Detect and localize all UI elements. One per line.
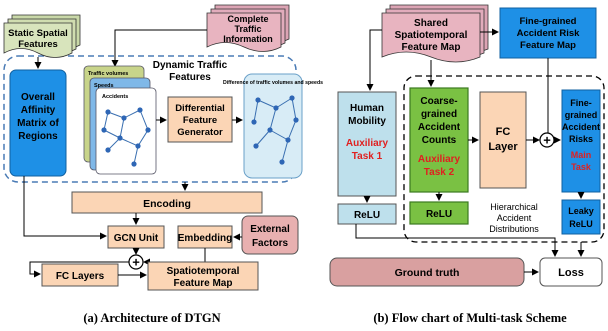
main-task-line2: Task [571,162,592,172]
card-volumes-label: Traffic volumes [88,71,128,77]
complete-traffic-information-box: Complete Traffic Information [206,4,290,52]
dynamic-cards-stack: Traffic volumes Speeds Accidents [83,65,157,175]
accident-graph-nodes [101,107,151,167]
coarse-line1: Coarse- [420,96,457,107]
affinity-line3: Matrix of [17,118,59,129]
fine-map-line1: Fine-grained [519,16,576,27]
fc-layer-line2: Layer [488,141,518,153]
external-factors-box: External Factors [241,215,299,255]
gcn-unit-box: GCN Unit [107,225,165,249]
human-line1: Human [350,103,384,114]
aux1-line2: Task 1 [352,151,383,162]
affinity-line1: Overall [21,92,55,103]
embedding-label: Embedding [178,233,232,244]
spatio-line2: Feature Map [174,278,233,289]
coarse-line2: grained [421,109,457,120]
multitask-container [403,75,605,243]
human-mobility-box: Human Mobility Auxiliary Task 1 [337,91,397,197]
coarse-line4: Counts [422,135,457,146]
loss-box: Loss [539,257,603,287]
leaky-line1: Leaky [568,206,594,216]
external-line2: Factors [252,238,289,249]
coarse-line3: Accident [418,122,461,133]
ground-truth-box: Ground truth [329,257,525,287]
fc-layers-label: FC Layers [56,271,105,282]
gcn-label: GCN Unit [114,233,159,244]
caption-b: (b) Flow chart of Multi-task Scheme [373,311,567,325]
fc-layers-box: FC Layers [41,263,119,287]
static-features-line1: Static Spatial [8,28,68,39]
fc-layer-line1: FC [496,126,511,138]
static-spatial-features-box: Static Spatial Features [3,14,81,58]
affinity-to-gcn-arrow [23,176,107,240]
traffic-info-line1: Complete [227,14,268,24]
risks-line2: grained [565,110,598,120]
aux1-line1: Auxiliary [346,138,389,149]
plus-right-label: + [543,133,551,148]
human-line2: Mobility [348,116,386,127]
aux2-line2: Task 2 [424,167,455,178]
card-speeds-label: Speeds [94,83,114,89]
encoding-label: Encoding [143,198,191,210]
affinity-line2: Affinity [21,105,56,116]
shared-feature-map-box: Shared Spatiotemporal Feature Map [381,4,489,63]
shared-to-human-arrow [366,29,382,91]
shared-line3: Feature Map [402,42,461,53]
spatiotemporal-map-box: Spatiotemporal Feature Map [147,261,259,291]
relu1-to-loss-arrow [355,224,559,257]
fine-map-line3: Feature Map [520,40,576,51]
main-task-line1: Main [571,150,592,160]
hierarchical-line1: Hierarchical [490,202,538,212]
fine-grained-feature-map-box: Fine-grained Accident Risk Feature Map [499,7,597,59]
caption-a: (a) Architecture of DTGN [83,311,220,325]
leaky-relu-box: Leaky ReLU [561,199,601,235]
card-accidents-label: Accidents [102,94,128,100]
fine-map-line2: Accident Risk [517,28,581,39]
shared-line1: Shared [414,18,448,29]
aux2-line1: Auxiliary [418,154,461,165]
relu-1-box: ReLU [337,203,397,225]
traffic-info-line2: Traffic [234,24,261,34]
shared-line2: Spatiotemporal [395,30,468,41]
plus-node-right: + [539,132,555,148]
risks-line3: Accident [562,122,600,132]
fine-risks-box: Fine- grained Accident Risks Main Task [561,89,601,193]
dynamic-title-line1: Dynamic Traffic [153,60,228,71]
hierarchical-line2: Accident [497,213,532,223]
traffic-info-line3: Information [223,34,273,44]
accident-graph [103,109,149,165]
static-features-line2: Features [18,39,58,50]
relu1-label: ReLU [354,210,380,221]
difference-graph-card: Difference of traffic volumes and speeds [223,73,323,179]
ground-truth-label: Ground truth [395,267,460,279]
fc-layer-box: FC Layer [479,91,527,189]
plus-to-fc-arrow [29,261,129,278]
hierarchical-line3: Distributions [489,224,539,234]
affinity-line4: Regions [18,131,58,142]
coarse-counts-box: Coarse- grained Accident Counts Auxiliar… [409,87,469,193]
diff-line1: Differential [175,103,225,114]
relu2-label: ReLU [426,209,452,220]
spatio-line1: Spatiotemporal [167,266,240,277]
diff-line2: Feature [183,115,217,126]
risks-line1: Fine- [570,98,592,108]
dynamic-title-line2: Features [169,72,211,83]
plus-node-left: + [128,254,144,270]
encoding-box: Encoding [71,191,263,214]
plus-left-label: + [132,255,140,270]
external-line1: External [250,224,290,235]
embedding-box: Embedding [177,225,233,249]
loss-label: Loss [558,267,584,279]
diff-graph-label: Difference of traffic volumes and speeds [223,80,323,86]
differential-generator-box: Differential Feature Generator [167,96,233,143]
traffic-to-cards-arrow [111,29,207,67]
diff-line3: Generator [177,127,223,138]
relu-2-box: ReLU [409,201,469,225]
leaky-line2: ReLU [569,219,593,229]
embedding-to-plus-arrow [143,248,206,266]
risks-line4: Risks [569,134,593,144]
affinity-matrix-box: Overall Affinity Matrix of Regions [9,69,67,177]
